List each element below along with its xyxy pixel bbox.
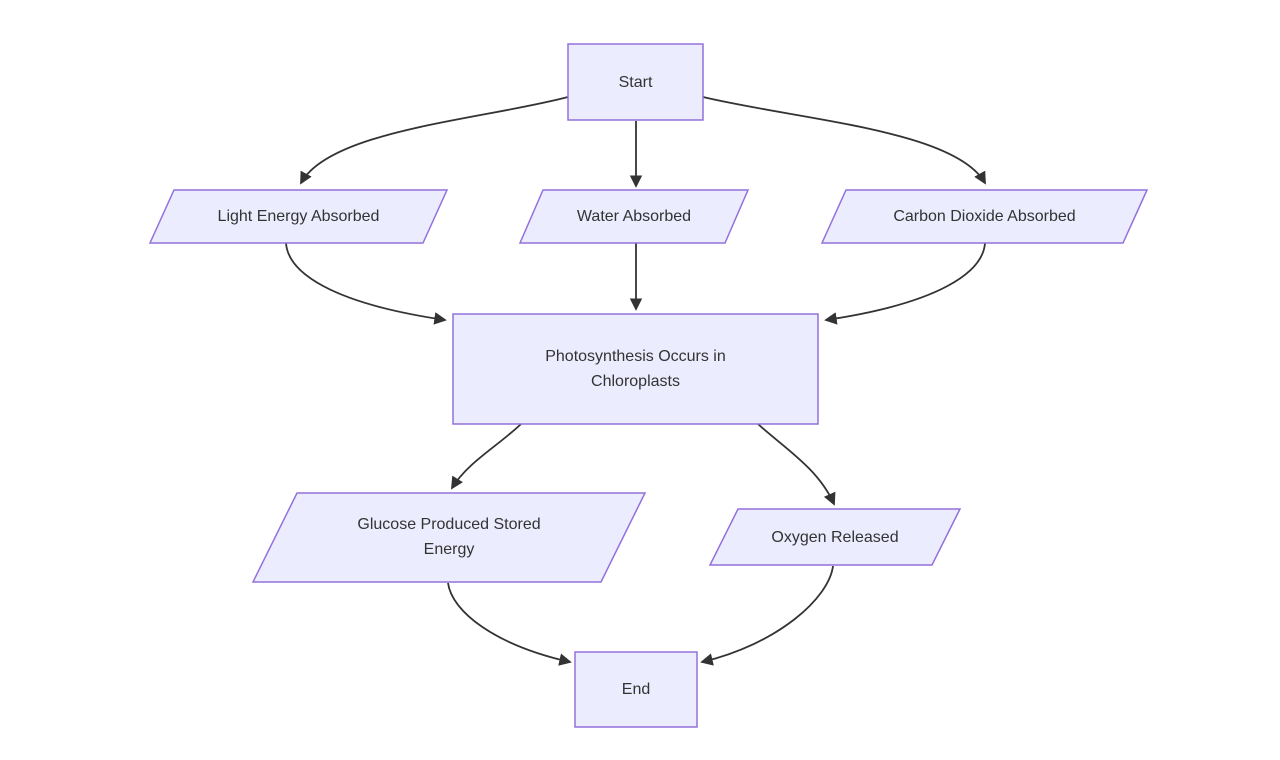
node-light-energy-absorbed	[148, 189, 449, 244]
node-water-absorbed	[518, 189, 750, 244]
node-start	[567, 43, 704, 121]
node-glucose-produced	[251, 492, 647, 583]
edge-start-to-light	[300, 96, 569, 185]
edge-light-to-photosynthesis	[285, 242, 447, 325]
node-oxygen-released	[708, 508, 962, 566]
edge-glucose-to-end	[447, 582, 572, 666]
node-photosynthesis	[452, 313, 819, 425]
edge-co2-to-photosynthesis	[824, 242, 986, 325]
node-end	[574, 651, 698, 728]
edge-start-to-co2	[702, 96, 986, 185]
edge-oxygen-to-end	[700, 565, 834, 666]
edge-photosynthesis-to-glucose	[451, 423, 522, 490]
node-carbon-dioxide-absorbed	[820, 189, 1149, 244]
edge-photosynthesis-to-oxygen	[757, 423, 836, 506]
